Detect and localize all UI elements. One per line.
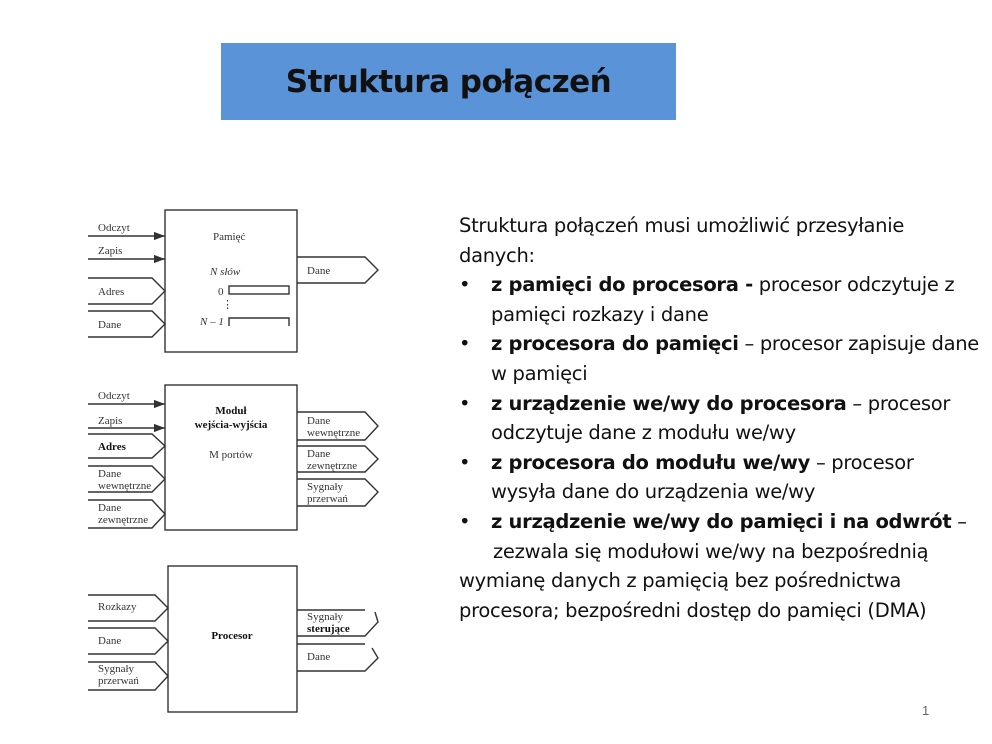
instructions-bus-arrow: [88, 594, 169, 622]
bus-out-arrow: [297, 445, 379, 473]
bullet-item: z urządzenie we/wy do procesora – proces…: [459, 389, 979, 448]
memory-label: Pamięć: [213, 231, 245, 243]
memory-word-row: [228, 317, 290, 326]
signal-label: Adres: [98, 286, 124, 298]
bullet-bold: z procesora do modułu we/wy: [491, 450, 811, 474]
signal-label: wewnętrzne: [98, 480, 151, 492]
signal-label: Sygnały: [307, 481, 344, 493]
signal-label: Dane: [307, 651, 330, 663]
io-label: Moduł: [215, 405, 246, 417]
data-out-arrow: [297, 643, 379, 672]
page-number: 1: [922, 703, 930, 718]
bullet-item: z procesora do pamięci – procesor zapisu…: [459, 329, 979, 388]
signal-label: Sygnały: [98, 663, 135, 675]
bus-arrow: [88, 499, 166, 529]
signal-label: Adres: [98, 441, 127, 453]
bullet-bold: z pamięci do procesora -: [491, 273, 753, 297]
bullet-text: –: [951, 509, 967, 533]
address-bus-arrow: [88, 277, 166, 305]
io-box: [164, 384, 298, 531]
interrupts-bus-arrow: [88, 661, 169, 691]
bullet-bold: z procesora do pamięci: [491, 332, 739, 356]
bullet-text: procesor odczytuje z pamięci rozkazy i d…: [491, 273, 955, 326]
signal-label: wewnętrzne: [307, 427, 360, 439]
signal-label: Zapis: [98, 245, 122, 257]
signal-label: przerwań: [307, 493, 348, 505]
signal-label: Dane: [307, 448, 330, 460]
bullet-item: z procesora do modułu we/wy – procesor w…: [459, 448, 979, 507]
memory-box: [164, 209, 298, 353]
signal-label: zewnętrzne: [307, 460, 357, 472]
signal-label: sterujące: [307, 623, 350, 635]
io-label: wejścia-wyjścia: [195, 419, 268, 431]
signal-label: Dane: [98, 635, 121, 647]
io-module: Moduł wejścia-wyjścia M portów Odczyt Za…: [88, 384, 379, 531]
bullet-bold: z urządzenie we/wy do pamięci i na odwró…: [491, 509, 952, 533]
processor-module: Procesor Rozkazy Dane Sygnały przerwań S…: [88, 565, 379, 713]
slide-body: Struktura połączeń musi umożliwić przesy…: [459, 211, 979, 625]
bus-out-arrow: [297, 478, 379, 507]
data-bus-arrow: [88, 310, 166, 338]
signal-label: zewnętrzne: [98, 514, 148, 526]
bullet-text: – procesor odczytuje dane z modułu we/wy: [491, 391, 951, 445]
data-out-arrow: [297, 256, 379, 284]
signal-label: Odczyt: [98, 390, 130, 402]
memory-word-row: [228, 285, 290, 295]
signal-label: Dane: [98, 468, 121, 480]
slide-title: Struktura połączeń: [285, 63, 612, 100]
signal-label: Dane: [98, 319, 121, 331]
intro-text: Struktura połączeń musi umożliwić przesy…: [459, 214, 905, 267]
bullet-text: – procesor wysyła dane do urządzenia we/…: [491, 450, 914, 504]
memory-words-label: N słów: [209, 266, 241, 278]
signal-label: przerwań: [98, 675, 139, 687]
signal-label: Dane: [307, 415, 330, 427]
io-ports-label: M portów: [209, 449, 253, 461]
bullet-item: z pamięci do procesora - procesor odczyt…: [459, 270, 979, 329]
bullet-text: – procesor zapisuje dane w pamięci: [491, 332, 979, 385]
signal-label: Dane: [307, 265, 330, 277]
bus-out-arrow: [297, 411, 379, 441]
continuation-text: zezwala się modułowi we/wy na bezpośredn…: [493, 539, 929, 563]
address-bus-arrow: [88, 433, 167, 459]
bullet-bold: z urządzenie we/wy do procesora: [491, 391, 847, 415]
memory-rowN-label: N – 1: [199, 316, 224, 328]
memory-row0-label: 0: [218, 286, 224, 298]
signal-label: Sygnały: [307, 611, 344, 623]
continuation-text: wymianę danych z pamięcią bez pośrednict…: [459, 569, 927, 622]
signal-label: Dane: [98, 502, 121, 514]
bullet-item: z urządzenie we/wy do pamięci i na odwró…: [459, 507, 979, 537]
slide-title-banner: Struktura połączeń: [221, 43, 676, 120]
data-bus-arrow: [88, 627, 169, 655]
processor-box: [167, 565, 298, 713]
memory-module: Pamięć N słów 0 ⋮ N – 1 Odczyt Zapis Adr…: [88, 209, 379, 353]
signal-label: Zapis: [98, 415, 122, 427]
processor-label: Procesor: [211, 630, 252, 642]
bus-arrow: [88, 465, 166, 493]
signal-label: Rozkazy: [98, 601, 137, 613]
control-signals-arrow: [297, 609, 379, 637]
ellipsis: ⋮: [222, 299, 233, 311]
signal-label: Odczyt: [98, 222, 130, 234]
